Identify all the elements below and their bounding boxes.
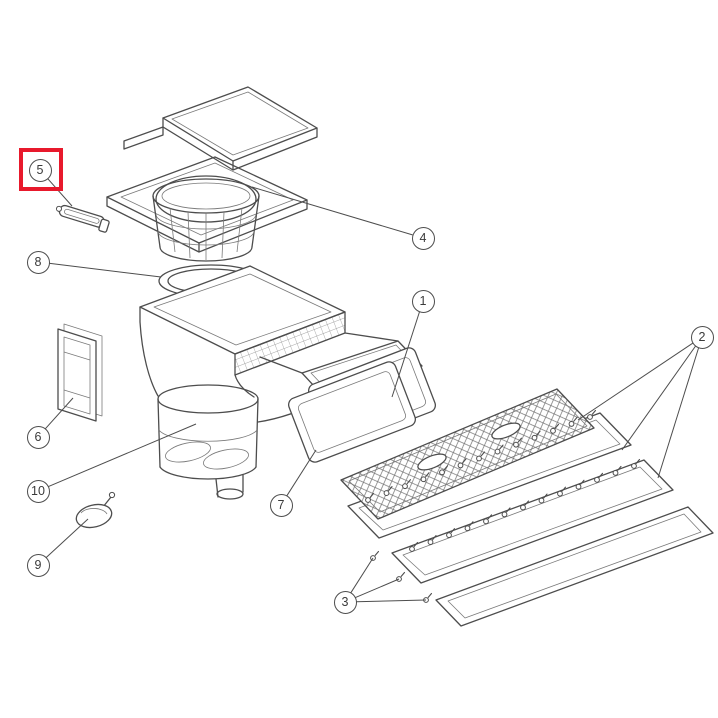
- weir-flap: [55, 204, 110, 233]
- deck-collar: [106, 156, 308, 253]
- mounting-plate: [57, 323, 103, 422]
- drain-plug: [75, 491, 116, 529]
- faceplate-doors: [287, 347, 437, 463]
- frame-gasket-outer: [435, 506, 714, 627]
- leader-lines: [44, 177, 700, 603]
- skimmer-basket: [152, 178, 260, 262]
- skimmer-lid: [123, 86, 318, 171]
